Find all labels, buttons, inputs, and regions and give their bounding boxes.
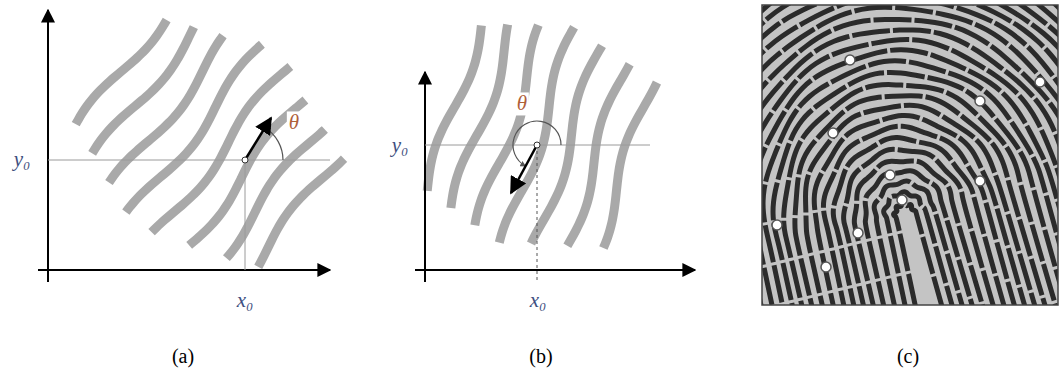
y-axis	[47, 10, 49, 282]
angle-symbol: θ	[287, 111, 301, 134]
fingerprint-ridge	[762, 5, 1058, 305]
x-axis	[38, 269, 330, 271]
ridge-lines	[76, 20, 344, 267]
fingerprint-ridge	[762, 5, 1058, 305]
axis-value: y₀	[392, 134, 409, 157]
fingerprint-ridge	[774, 82, 1058, 305]
x-axis	[415, 269, 695, 271]
fingerprint-ridge	[762, 5, 1058, 305]
fingerprint-ridge	[762, 5, 1058, 305]
fingerprint-ridge	[762, 5, 1058, 305]
fingerprint-ridge	[762, 5, 1058, 305]
minutia-mark	[845, 55, 855, 65]
minutia-mark	[853, 228, 863, 238]
ridge-line	[475, 25, 539, 225]
orientation-arrow	[511, 145, 537, 193]
minutia-mark	[975, 176, 985, 186]
panel-caption: (c)	[897, 345, 919, 367]
fingerprint-ridge	[762, 5, 1058, 305]
guide-line	[245, 160, 246, 270]
axis-value: x₀	[237, 289, 254, 312]
ridge-line	[499, 27, 574, 242]
axis-value: y₀	[14, 148, 31, 171]
minutia-mark	[975, 96, 985, 106]
axis-value: x₀	[530, 289, 547, 312]
ridge-line	[427, 26, 481, 191]
angle-arc	[265, 128, 283, 160]
minutia-point	[242, 157, 248, 163]
fingerprint-ridge	[848, 160, 1017, 305]
ridge-line	[76, 20, 167, 124]
ridge-line	[451, 25, 508, 208]
angle-symbol: θ	[515, 92, 529, 115]
fingerprint-ridge	[762, 5, 1058, 305]
panel-caption: (b)	[529, 345, 552, 367]
fingerprint-ridge	[762, 5, 1058, 305]
minutia-mark	[821, 262, 831, 272]
minutia-mark	[772, 220, 782, 230]
ridge-lines	[427, 25, 657, 249]
ridge-line	[258, 159, 344, 267]
minutia-mark	[828, 128, 838, 138]
fingerprint-ridge	[762, 5, 1058, 305]
guide-line	[537, 145, 538, 282]
minutia-mark	[885, 170, 895, 180]
fingerprint-ridge	[762, 5, 1058, 305]
minutia-point	[534, 142, 540, 148]
guide-line	[48, 160, 330, 161]
fingerprint-ridge	[762, 5, 1058, 305]
minutiae-marks	[772, 55, 1045, 272]
minutia-mark	[1035, 77, 1045, 87]
y-axis	[424, 72, 426, 282]
angle-arc	[513, 121, 561, 166]
ridge-line	[92, 27, 194, 153]
ridge-line	[603, 83, 657, 249]
ridge-line	[109, 36, 223, 183]
fingerprint-ridges	[762, 5, 1058, 305]
panel-caption: (a)	[172, 345, 194, 367]
orientation-arrow	[245, 118, 271, 160]
minutia-mark	[897, 195, 907, 205]
image-border	[762, 5, 1058, 305]
